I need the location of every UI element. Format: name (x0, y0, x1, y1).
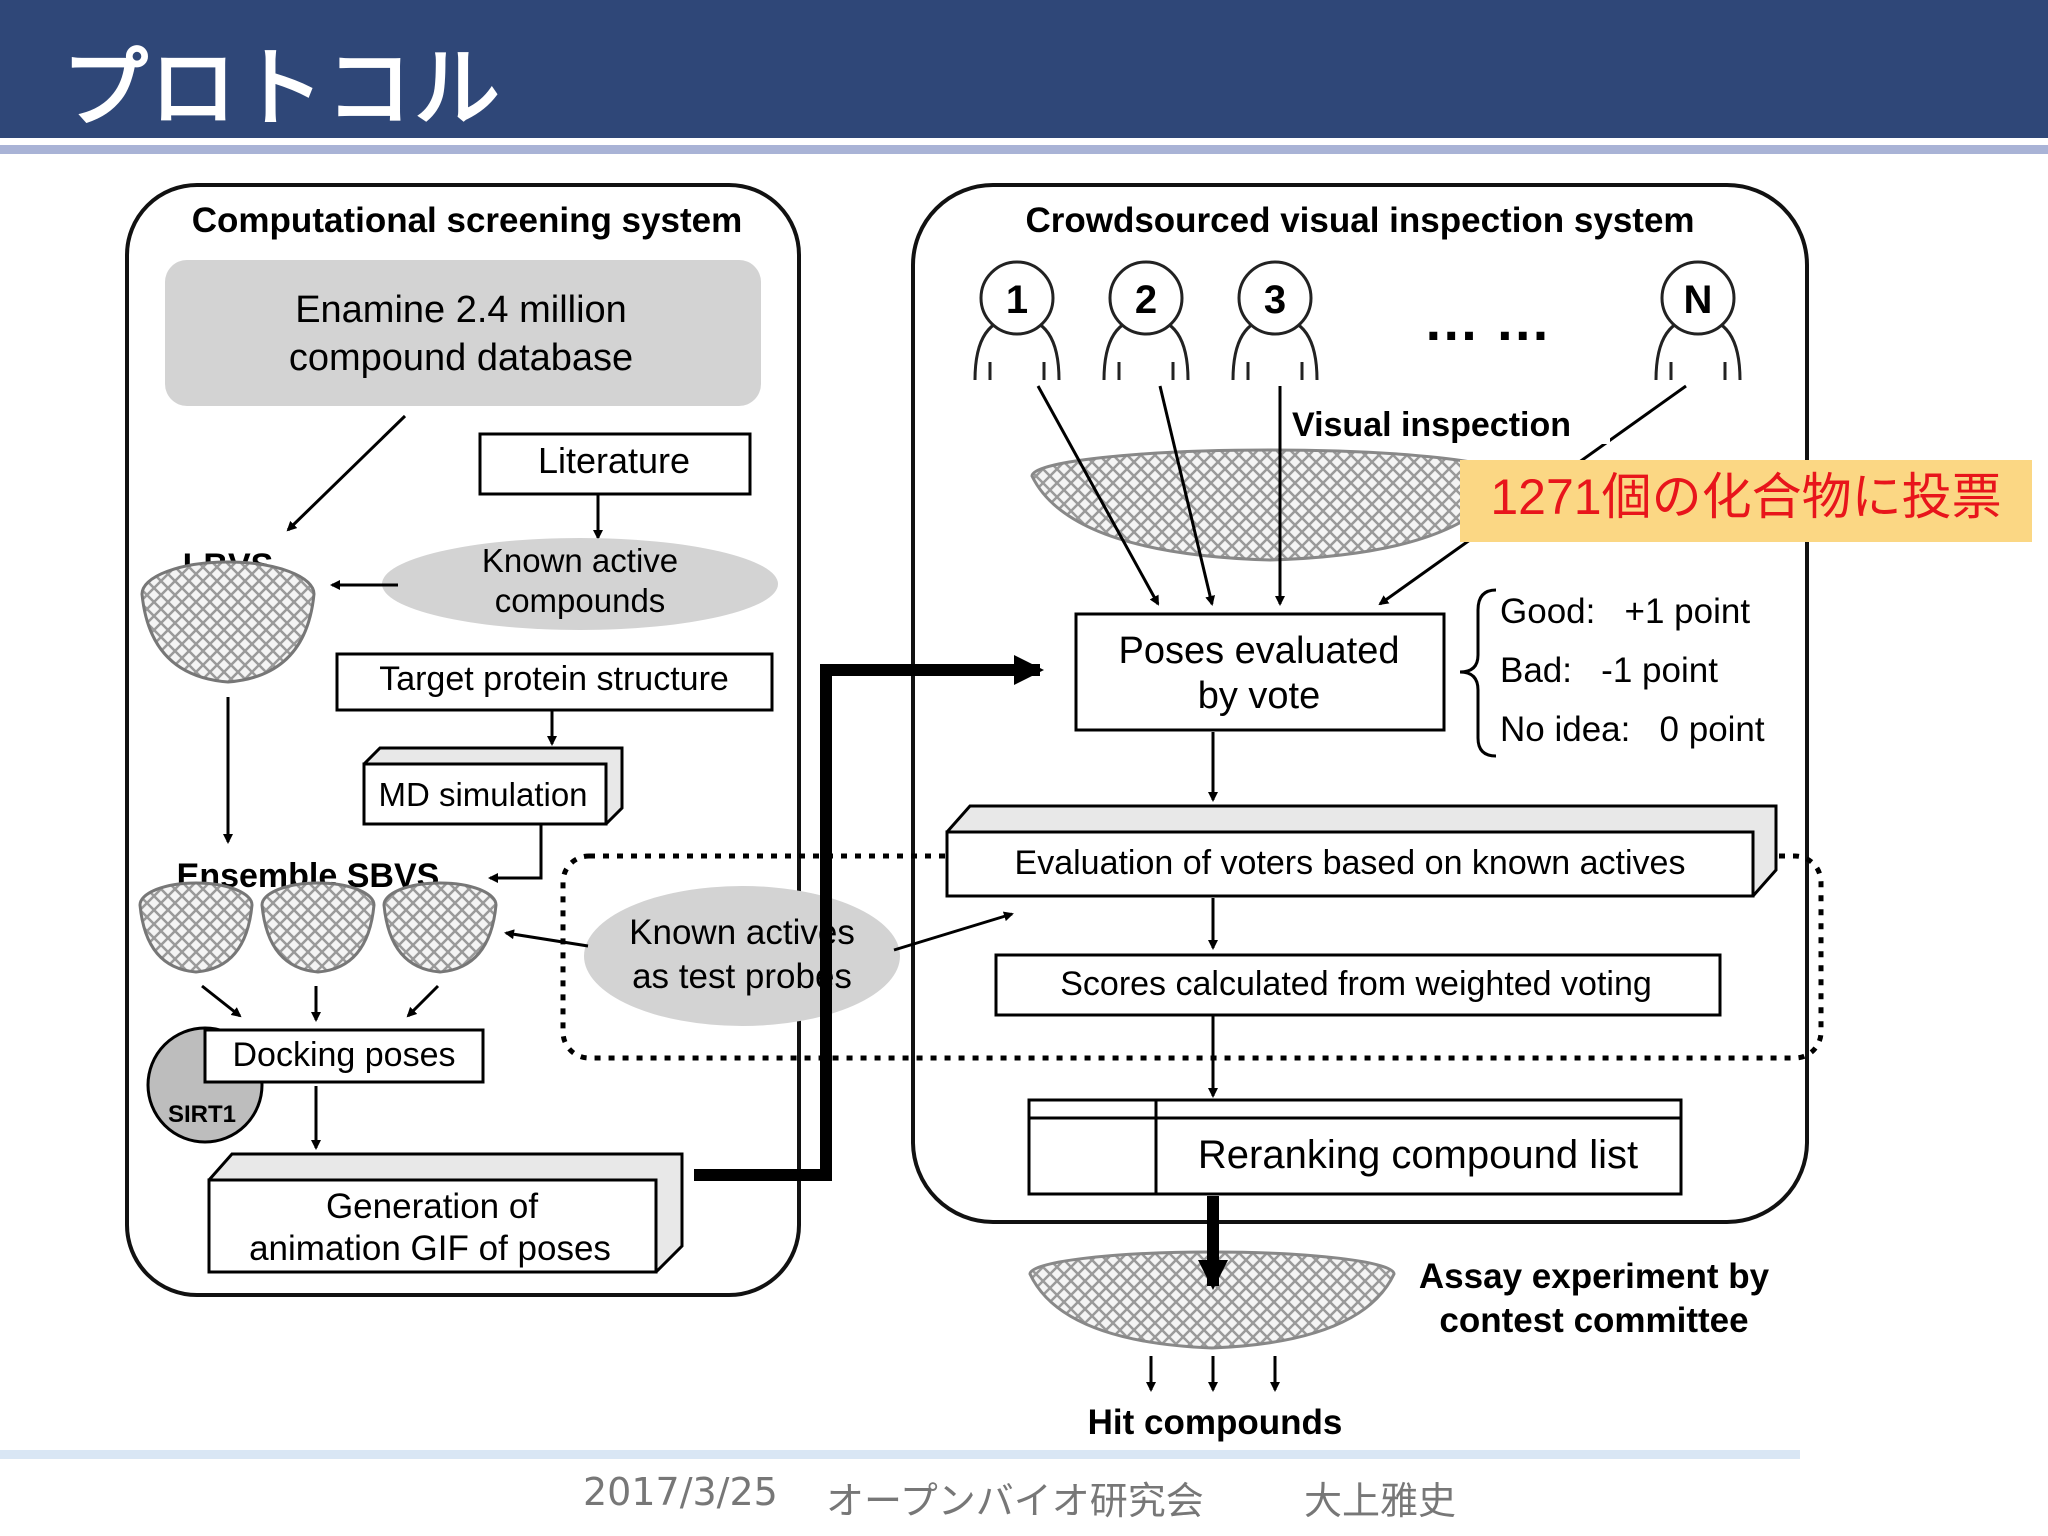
right-panel-frame (911, 183, 1809, 1224)
arrow-db-to-lbvs (286, 414, 407, 532)
known-active-ellipse (382, 538, 778, 630)
database-box (165, 260, 761, 406)
voter-2 (1102, 260, 1190, 381)
database-label-1: Enamine 2.4 million (295, 289, 627, 331)
evaluation-label: Evaluation of voters based on known acti… (1015, 844, 1686, 882)
footer-event: オープンバイオ研究会 (826, 1479, 1204, 1523)
test-probes-label-2: as test probes (632, 957, 852, 996)
voter-n-label: N (1684, 278, 1713, 322)
left-panel-frame (125, 183, 801, 1297)
arrow-sbvs1-to-docking (201, 984, 242, 1018)
gif-label-1: Generation of (326, 1187, 538, 1226)
arrow-sbvs3-to-docking (406, 984, 440, 1018)
poses-evaluated-label-2: by vote (1198, 675, 1321, 717)
reranking-box (1027, 1098, 1683, 1196)
test-probes-ellipse (584, 886, 900, 1026)
arrow-voter2-down (1158, 385, 1216, 606)
arrow-md-to-sbvs (488, 824, 543, 883)
gif-label-2: animation GIF of poses (249, 1229, 611, 1268)
footer-date: 2017/3/25 (583, 1470, 778, 1514)
lbvs-basket (140, 560, 316, 684)
sbvs-basket-1 (138, 881, 254, 974)
hit-compounds-label: Hit compounds (1088, 1403, 1343, 1442)
voter-n (1654, 260, 1742, 381)
voter-1-label: 1 (1006, 278, 1028, 322)
arrow-probes-to-sbvs (504, 929, 589, 948)
sirt1-label: SIRT1 (168, 1101, 236, 1128)
voter-3-label: 3 (1264, 278, 1286, 322)
score-brace (1459, 588, 1497, 758)
slide-footer: 2017/3/25 オープンバイオ研究会 大上雅史 (0, 1470, 2048, 1523)
footer-author: 大上雅史 (1304, 1479, 1457, 1523)
no-idea-label: No idea: 0 point (1500, 710, 1765, 749)
assay-basket (1028, 1250, 1396, 1350)
header-accent-line (0, 145, 2048, 154)
voter-2-label: 2 (1135, 278, 1157, 322)
callout-box (1460, 460, 2032, 542)
database-label-2: compound database (289, 337, 633, 379)
target-structure-box (335, 652, 774, 712)
reranking-label: Reranking compound list (1198, 1133, 1638, 1177)
literature-box (478, 432, 752, 496)
visual-inspection-label: Visual inspection (1292, 406, 1571, 444)
header-divider (0, 138, 2048, 145)
assay-label-1: Assay experiment by (1419, 1257, 1770, 1296)
known-active-label-1: Known active (482, 542, 678, 579)
evaluation-box (945, 830, 1755, 898)
md-simulation-box (362, 762, 608, 826)
poses-evaluated-label-1: Poses evaluated (1119, 630, 1400, 672)
slide-header (0, 0, 2048, 138)
voter-3 (1231, 260, 1319, 381)
scores-box (994, 953, 1722, 1017)
sbvs-basket-2 (260, 881, 376, 974)
voters-ellipsis: … … (1423, 289, 1551, 352)
right-panel-title: Crowdsourced visual inspection system (1025, 201, 1694, 240)
literature-label: Literature (538, 440, 690, 481)
bad-label: Bad: -1 point (1500, 651, 1718, 690)
visual-inspection-label-bg (1290, 400, 1610, 444)
poses-evaluated-box (1074, 612, 1446, 732)
scores-label: Scores calculated from weighted voting (1060, 965, 1652, 1003)
callout-label: 1271個の化合物に投票 (1490, 469, 2001, 525)
docking-poses-label: Docking poses (232, 1036, 455, 1074)
good-label: Good: +1 point (1500, 592, 1750, 631)
arrow-probes-to-eval (893, 911, 1014, 952)
left-panel-title: Computational screening system (192, 201, 742, 240)
test-probes-label-1: Known actives (629, 913, 855, 952)
sbvs-basket-3 (382, 881, 498, 974)
slide-title: プロトコル (62, 39, 502, 139)
voter-1 (973, 260, 1061, 381)
assay-label-2: contest committee (1439, 1301, 1748, 1340)
arrow-gif-to-poses (694, 655, 1044, 1181)
known-active-label-2: compounds (495, 582, 666, 619)
md-simulation-label: MD simulation (378, 776, 587, 813)
gif-box (207, 1178, 658, 1274)
arrow-voter1-down (1036, 385, 1160, 606)
target-structure-label: Target protein structure (379, 660, 729, 698)
docking-poses-box (203, 1028, 485, 1084)
footer-divider (0, 1450, 1800, 1459)
